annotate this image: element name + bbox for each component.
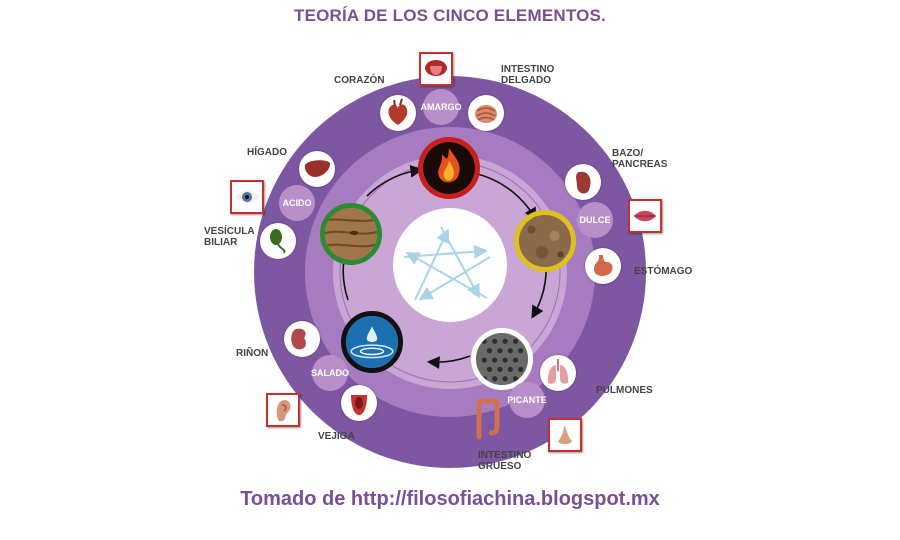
gallbladder-icon: [270, 229, 286, 254]
source-credit: Tomado de http://filosofiachina.blogspot…: [240, 488, 660, 510]
label-rinon: RIÑON: [236, 348, 269, 359]
eye-icon: [235, 191, 259, 203]
stomach-icon: [593, 255, 613, 276]
water-element: [341, 311, 403, 373]
nose-sense: [548, 418, 582, 452]
label-estomago: ESTÓMAGO: [634, 266, 693, 277]
mouth-sense: [628, 199, 662, 233]
earth-element: [514, 210, 576, 272]
ear-icon: [276, 400, 291, 421]
spleen-icon: [576, 171, 591, 194]
metal-element: [471, 328, 533, 390]
flavor-amargo: AMARGO: [421, 89, 462, 125]
nose-icon: [558, 425, 572, 445]
kidney-organ: [284, 321, 320, 357]
wood-element: [320, 203, 382, 265]
label-pulmones: PULMONES: [596, 385, 653, 396]
metal-icon: [476, 333, 528, 385]
ear-sense: [266, 393, 300, 427]
diagram-title: TEORÍA DE LOS CINCO ELEMENTOS.: [293, 6, 607, 25]
fire-icon: [423, 142, 475, 194]
mouth-icon: [634, 210, 656, 222]
arrow-metal-to-water: [426, 355, 471, 370]
liver-icon: [304, 160, 331, 177]
lungs-icon: [547, 359, 569, 384]
spleen-organ: [565, 164, 601, 200]
flavor-acido: ACIDO: [279, 185, 315, 221]
kidney-icon: [291, 328, 306, 350]
small-intestine-icon: [475, 105, 497, 123]
label-corazon: CORAZÓN: [334, 75, 385, 86]
tongue-sense: [419, 52, 453, 86]
gallbladder-organ: [260, 223, 296, 259]
label-bazo-pancreas: BAZO/PANCREAS: [612, 148, 668, 170]
heart-icon: [388, 98, 408, 125]
center-circle: [393, 208, 507, 322]
flavor-salado: SALADO: [311, 355, 349, 391]
bladder-organ: [341, 385, 377, 421]
large-intestine-icon: [476, 398, 500, 440]
wood-icon: [325, 208, 377, 260]
heart-organ: [380, 95, 416, 131]
control-star: [403, 226, 491, 301]
bladder-icon: [351, 395, 367, 415]
flavor-dulce: DULCE: [577, 202, 613, 238]
large-intestine-organ: [474, 397, 502, 443]
stomach-organ: [585, 248, 621, 284]
lungs-organ: [540, 355, 576, 391]
liver-organ: [299, 151, 335, 187]
water-icon: [346, 316, 398, 368]
fire-element: [418, 137, 480, 199]
small-intestine-organ: [468, 95, 504, 131]
label-higado: HÍGADO: [247, 147, 287, 158]
arrow-wood-to-fire: [366, 165, 424, 197]
earth-icon: [519, 215, 571, 267]
eye-sense: [230, 180, 264, 214]
flavor-picante: PICANTE: [507, 382, 547, 418]
tongue-icon: [425, 60, 447, 76]
label-vejiga: VEJIGA: [318, 431, 355, 442]
